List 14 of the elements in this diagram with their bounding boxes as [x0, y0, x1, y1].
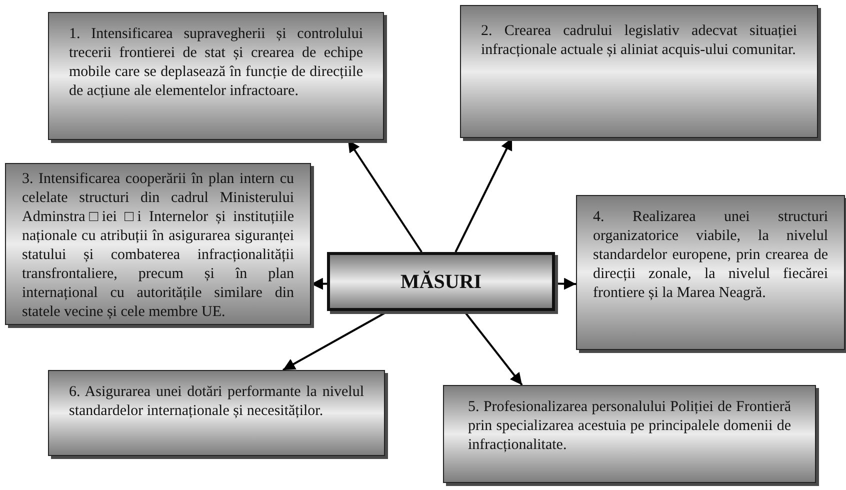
box-text: 4. Realizarea unei structuri organizatorice viabile, la nivelul standardelor europene, prin crearea de direcții zonale, la nivelul fiecărei frontiere și la Marea Neagră. — [593, 208, 828, 303]
box-text: 5. Profesionalizarea personalului Poliției de Frontieră prin specializarea acestuia pe principalele domenii de infracționalitate. — [468, 398, 791, 455]
text-box — [48, 12, 384, 140]
box-text: 6. Asigurarea unei dotări performante la nivelul standardelor internaționale și necesităților. — [69, 383, 364, 421]
text-box — [5, 163, 311, 325]
box-text: 2. Crearea cadrului legislativ adecvat situației infracționale actuale și aliniat acquis-ului comunitar. — [481, 22, 797, 60]
text-box — [460, 5, 818, 138]
text-box — [48, 370, 385, 456]
box-text: 3. Intensificarea cooperării în plan intern cu celelate structuri din cadrul Ministerului Adminstra□iei □i Internelor și instituțiile naționale cu atribuții în asigurarea siguranței statului și combaterea infracționalității transfrontaliere, precum și în plan internațional cu autoritățile similare din statele vecine și cele membre UE. — [22, 170, 294, 322]
text-box — [576, 195, 845, 350]
center-box — [327, 252, 555, 311]
text-box — [443, 385, 816, 483]
box-text: 1. Intensificarea supravegherii și controlului trecerii frontierei de stat și crearea de echipe mobile care se deplasează în funcție de direcțiile de acțiune ale elementelor infractoare. — [69, 25, 363, 101]
box-title: MĂSURI — [400, 270, 482, 294]
